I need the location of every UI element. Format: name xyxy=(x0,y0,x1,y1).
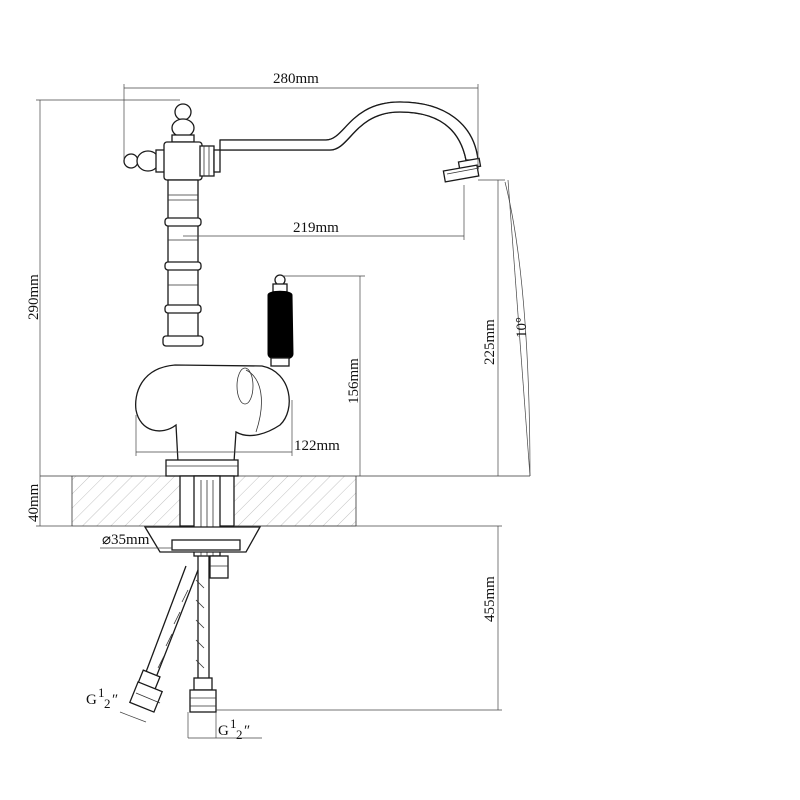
svg-text:1: 1 xyxy=(98,685,105,700)
right-fitting xyxy=(189,677,217,713)
dim-body-width: 122mm xyxy=(294,438,340,454)
lever-handle xyxy=(267,274,294,367)
dim-overall-width: 280mm xyxy=(273,71,319,87)
svg-text:2: 2 xyxy=(104,696,111,711)
dim-overall-height: 290mm xyxy=(26,274,42,320)
base-flange xyxy=(165,459,239,477)
svg-text:″: ″ xyxy=(112,692,118,708)
dim-counter-thickness: 40mm xyxy=(26,483,42,522)
side-knob xyxy=(123,149,167,173)
svg-text:1: 1 xyxy=(230,716,237,731)
dim-swivel-angle: 10° xyxy=(514,317,530,338)
faucet xyxy=(123,101,482,713)
dim-handle-height: 156mm xyxy=(346,358,362,404)
svg-text:G: G xyxy=(218,723,229,739)
mounting-shank xyxy=(143,475,262,579)
connection-label-left: G 1 2 ″ xyxy=(86,685,118,711)
aerator xyxy=(442,157,482,183)
column xyxy=(162,179,204,347)
dim-spout-reach: 219mm xyxy=(293,220,339,236)
dim-mount-diameter: ⌀35mm xyxy=(102,532,150,548)
dimension-lines xyxy=(36,84,531,739)
svg-text:2: 2 xyxy=(236,727,243,742)
dim-spout-height: 225mm xyxy=(482,319,498,365)
svg-text:″: ″ xyxy=(244,723,250,739)
left-fitting xyxy=(128,669,164,713)
top-finial xyxy=(171,103,195,143)
mixer-body xyxy=(135,364,290,463)
countertop-section xyxy=(40,475,530,527)
connection-label-right: G 1 2 ″ xyxy=(218,716,250,742)
hoses xyxy=(145,556,210,690)
svg-text:G: G xyxy=(86,692,97,708)
dim-hose-length: 455mm xyxy=(482,576,498,622)
head-block xyxy=(163,141,203,181)
